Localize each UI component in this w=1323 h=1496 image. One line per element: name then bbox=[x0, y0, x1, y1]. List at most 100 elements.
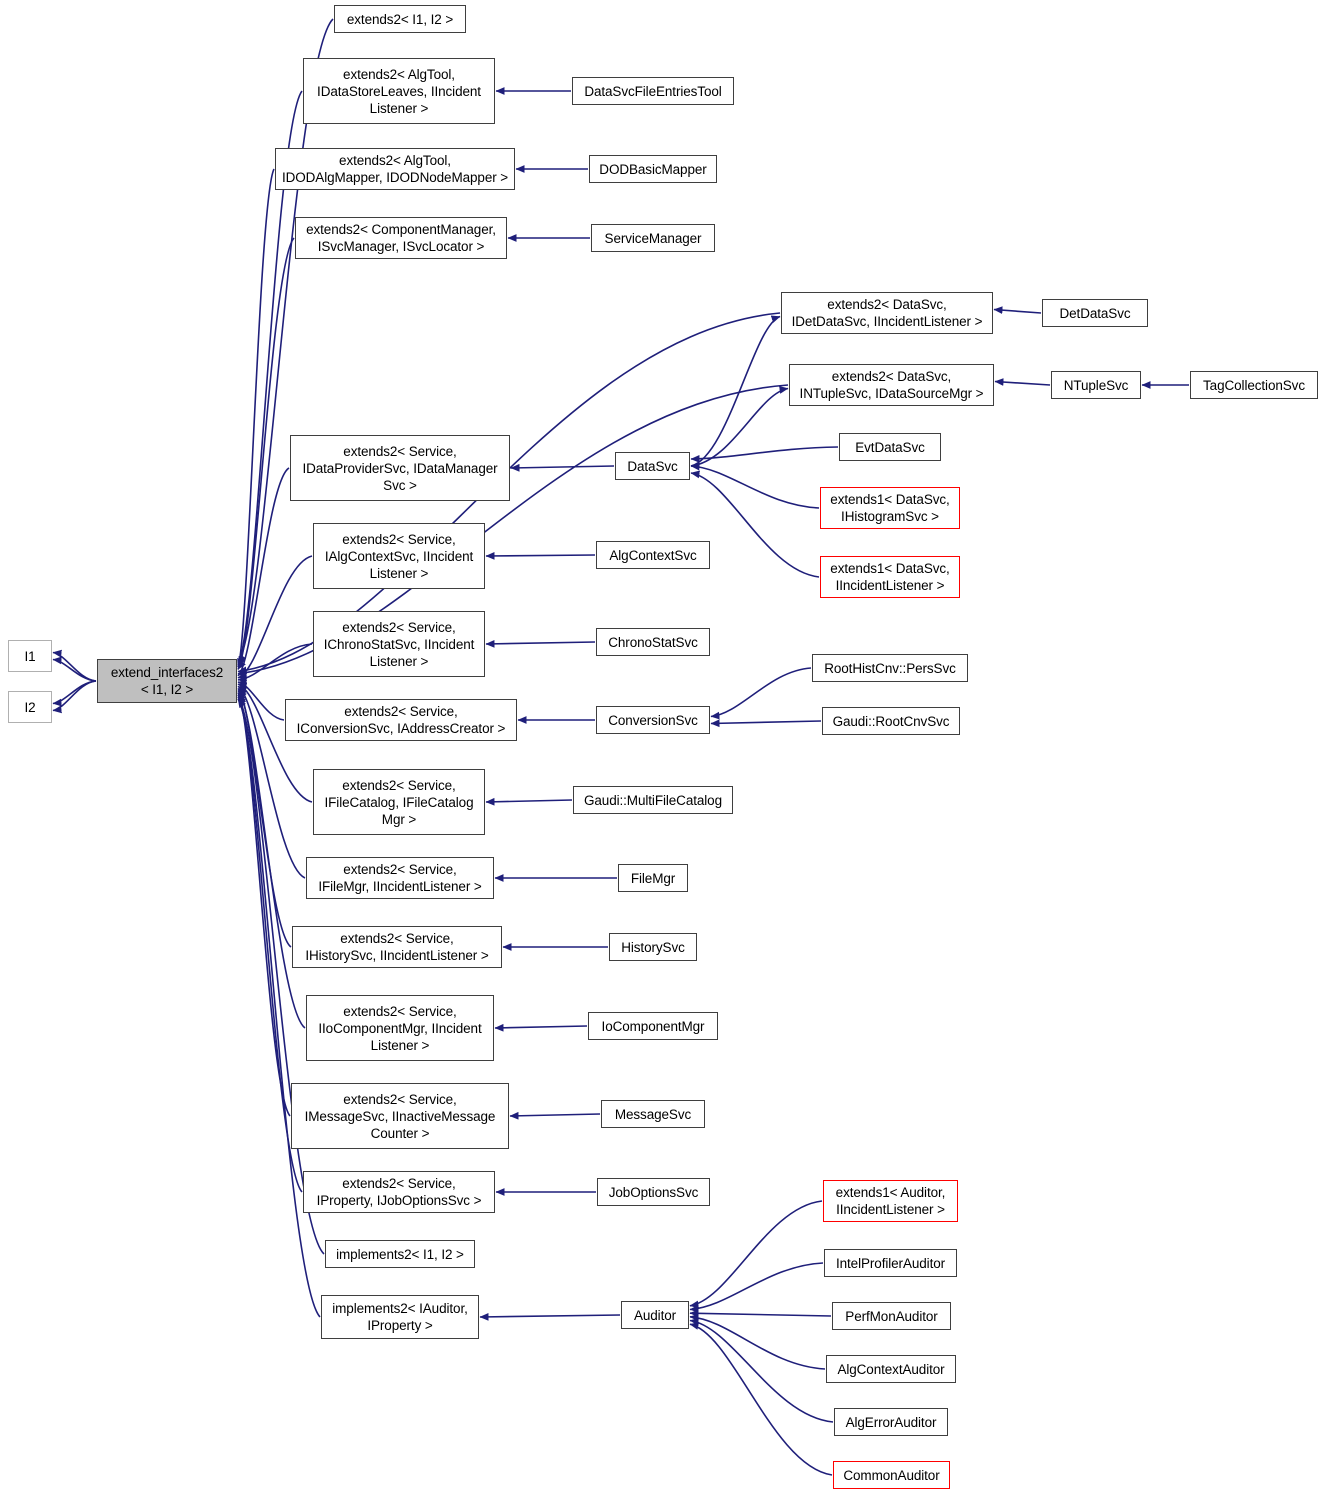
inheritance-edge bbox=[689, 1309, 832, 1318]
inheritance-edge bbox=[689, 1317, 834, 1423]
class-node-extends1_Auditor_IIncidentListener[interactable]: extends1< Auditor, IIncidentListener > bbox=[823, 1180, 958, 1222]
class-node-extends1_DataSvc_IHistogramSvc[interactable]: extends1< DataSvc, IHistogramSvc > bbox=[820, 487, 960, 529]
inheritance-edge bbox=[510, 463, 615, 472]
class-node-label: extends2< AlgTool, IDataStoreLeaves, IIn… bbox=[317, 66, 481, 116]
class-node-extends2_DataSvc_IDetDataSvc[interactable]: extends2< DataSvc, IDetDataSvc, IInciden… bbox=[781, 292, 993, 334]
class-node-IntelProfilerAuditor[interactable]: IntelProfilerAuditor bbox=[824, 1249, 957, 1277]
inheritance-edge bbox=[689, 1313, 826, 1370]
inheritance-edge bbox=[710, 667, 812, 720]
class-node-DataSvc[interactable]: DataSvc bbox=[615, 452, 690, 480]
inheritance-edge bbox=[52, 649, 97, 682]
class-node-label: extends1< Auditor, IIncidentListener > bbox=[835, 1185, 946, 1217]
class-node-label: IoComponentMgr bbox=[601, 1018, 705, 1034]
inheritance-edge bbox=[237, 689, 306, 1029]
class-node-label: extends2< Service, IConversionSvc, IAddr… bbox=[296, 704, 506, 736]
inheritance-edge bbox=[485, 639, 596, 648]
class-node-CommonAuditor[interactable]: CommonAuditor bbox=[833, 1461, 950, 1489]
class-node-DODBasicMapper[interactable]: DODBasicMapper bbox=[589, 155, 717, 183]
class-node-FileMgr[interactable]: FileMgr bbox=[618, 864, 688, 892]
class-node-TagCollectionSvc[interactable]: TagCollectionSvc bbox=[1190, 371, 1318, 399]
class-node-extends2_Service_IChronoStatSvc[interactable]: extends2< Service, IChronoStatSvc, IInci… bbox=[313, 611, 485, 677]
inheritance-edge bbox=[690, 462, 820, 509]
class-node-label: extends2< ComponentManager, ISvcManager,… bbox=[306, 222, 496, 254]
class-node-DataSvcFileEntriesTool[interactable]: DataSvcFileEntriesTool bbox=[572, 77, 734, 105]
class-node-ChronoStatSvc[interactable]: ChronoStatSvc bbox=[596, 628, 710, 656]
class-node-label: Auditor bbox=[633, 1307, 677, 1323]
class-node-label: DODBasicMapper bbox=[599, 161, 707, 177]
class-node-extends2_Service_IDataProviderSvc[interactable]: extends2< Service, IDataProviderSvc, IDa… bbox=[290, 435, 510, 501]
class-node-label: IntelProfilerAuditor bbox=[835, 1255, 946, 1271]
class-node-Gaudi_RootCnvSvc[interactable]: Gaudi::RootCnvSvc bbox=[822, 707, 960, 735]
inheritance-edge bbox=[993, 306, 1042, 315]
class-node-extends2_AlgTool_DataStoreLeaves[interactable]: extends2< AlgTool, IDataStoreLeaves, IIn… bbox=[303, 58, 495, 124]
class-node-extends2_Service_IHistorySvc[interactable]: extends2< Service, IHistorySvc, IInciden… bbox=[292, 926, 502, 968]
class-node-I1[interactable]: I1 bbox=[8, 640, 52, 672]
inheritance-edge bbox=[994, 378, 1051, 386]
class-node-JobOptionsSvc[interactable]: JobOptionsSvc bbox=[597, 1178, 710, 1206]
class-node-label: ServiceManager bbox=[604, 230, 702, 246]
inheritance-edge bbox=[237, 643, 313, 683]
class-node-label: extends2< Service, IIoComponentMgr, IInc… bbox=[318, 1003, 482, 1053]
class-node-RootHistCnv_PersSvc[interactable]: RootHistCnv::PersSvc bbox=[812, 654, 968, 682]
class-node-extends2_Service_IConversionSvc[interactable]: extends2< Service, IConversionSvc, IAddr… bbox=[285, 699, 517, 741]
class-node-ConversionSvc[interactable]: ConversionSvc bbox=[596, 706, 710, 734]
class-node-AlgContextAuditor[interactable]: AlgContextAuditor bbox=[826, 1355, 956, 1383]
class-node-label: implements2< I1, I2 > bbox=[336, 1246, 464, 1262]
class-node-DetDataSvc[interactable]: DetDataSvc bbox=[1042, 299, 1148, 327]
class-node-label: implements2< IAuditor, IProperty > bbox=[332, 1301, 468, 1333]
inheritance-edge bbox=[52, 680, 97, 714]
class-node-NTupleSvc[interactable]: NTupleSvc bbox=[1051, 371, 1141, 399]
inheritance-edge bbox=[237, 687, 292, 948]
inheritance-edge bbox=[689, 1262, 824, 1313]
class-node-Auditor[interactable]: Auditor bbox=[621, 1301, 689, 1329]
class-node-label: Gaudi::RootCnvSvc bbox=[832, 713, 950, 729]
inheritance-edge bbox=[237, 168, 275, 668]
inheritance-edge bbox=[710, 719, 822, 728]
inheritance-edge bbox=[52, 680, 97, 707]
class-node-ServiceManager[interactable]: ServiceManager bbox=[591, 224, 715, 252]
class-node-extends2_Service_IProperty[interactable]: extends2< Service, IProperty, IJobOption… bbox=[303, 1171, 495, 1213]
class-node-label: EvtDataSvc bbox=[855, 439, 925, 455]
class-node-EvtDataSvc[interactable]: EvtDataSvc bbox=[839, 433, 941, 461]
class-node-label: extends2< I1, I2 > bbox=[346, 11, 454, 27]
class-node-label: extends2< Service, IChronoStatSvc, IInci… bbox=[323, 619, 475, 669]
class-node-IoComponentMgr[interactable]: IoComponentMgr bbox=[588, 1012, 718, 1040]
inheritance-edge bbox=[52, 656, 97, 682]
class-node-AlgErrorAuditor[interactable]: AlgErrorAuditor bbox=[834, 1408, 948, 1436]
class-node-extends2_AlgTool_DODAlgMapper[interactable]: extends2< AlgTool, IDODAlgMapper, IDODNo… bbox=[275, 148, 515, 190]
class-node-label: RootHistCnv::PersSvc bbox=[824, 660, 956, 676]
class-node-extends2_Service_IFileCatalog[interactable]: extends2< Service, IFileCatalog, IFileCa… bbox=[313, 769, 485, 835]
inheritance-edge bbox=[690, 446, 839, 463]
inheritance-edge bbox=[479, 1312, 621, 1321]
class-node-label: extends1< DataSvc, IIncidentListener > bbox=[830, 561, 950, 593]
class-node-label: extends2< DataSvc, IDetDataSvc, IInciden… bbox=[791, 297, 983, 329]
class-node-label: DataSvc bbox=[627, 458, 678, 474]
class-node-implements2_IAuditor_IProperty[interactable]: implements2< IAuditor, IProperty > bbox=[321, 1295, 479, 1339]
class-node-AlgContextSvc[interactable]: AlgContextSvc bbox=[596, 541, 710, 569]
class-node-label: FileMgr bbox=[630, 870, 676, 886]
class-node-label: extends2< Service, IHistorySvc, IInciden… bbox=[305, 931, 489, 963]
class-node-Gaudi_MultiFileCatalog[interactable]: Gaudi::MultiFileCatalog bbox=[573, 786, 733, 814]
class-node-MessageSvc[interactable]: MessageSvc bbox=[601, 1100, 705, 1128]
class-node-HistorySvc[interactable]: HistorySvc bbox=[609, 933, 697, 961]
class-node-label: I2 bbox=[24, 699, 36, 715]
class-node-extends2_Service_IFileMgr[interactable]: extends2< Service, IFileMgr, IIncidentLi… bbox=[306, 857, 494, 899]
class-node-extend_interfaces2[interactable]: extend_interfaces2 < I1, I2 > bbox=[97, 659, 237, 703]
class-node-extends2_ComponentManager[interactable]: extends2< ComponentManager, ISvcManager,… bbox=[295, 217, 507, 259]
class-node-extends2_Service_IIoComponentMgr[interactable]: extends2< Service, IIoComponentMgr, IInc… bbox=[306, 995, 494, 1061]
class-node-implements2_I1_I2[interactable]: implements2< I1, I2 > bbox=[325, 1240, 475, 1268]
class-node-extends2_I1_I2[interactable]: extends2< I1, I2 > bbox=[334, 5, 466, 33]
class-node-extends2_Service_IMessageSvc[interactable]: extends2< Service, IMessageSvc, IInactiv… bbox=[291, 1083, 509, 1149]
class-node-PerfMonAuditor[interactable]: PerfMonAuditor bbox=[832, 1302, 951, 1330]
class-node-extends1_DataSvc_IIncidentListener[interactable]: extends1< DataSvc, IIncidentListener > bbox=[820, 556, 960, 598]
inheritance-edge bbox=[690, 470, 820, 578]
class-node-extends2_DataSvc_INTupleSvc[interactable]: extends2< DataSvc, INTupleSvc, IDataSour… bbox=[789, 364, 994, 406]
class-node-extends2_Service_IAlgContextSvc[interactable]: extends2< Service, IAlgContextSvc, IInci… bbox=[313, 523, 485, 589]
inheritance-edge bbox=[689, 1200, 823, 1309]
inheritance-edge bbox=[509, 1111, 601, 1120]
inheritance-edge bbox=[237, 692, 291, 1117]
class-node-label: extends2< Service, IAlgContextSvc, IInci… bbox=[324, 531, 474, 581]
class-node-I2[interactable]: I2 bbox=[8, 691, 52, 723]
class-node-label: AlgErrorAuditor bbox=[845, 1414, 937, 1430]
class-node-label: extends2< AlgTool, IDODAlgMapper, IDODNo… bbox=[281, 153, 509, 185]
